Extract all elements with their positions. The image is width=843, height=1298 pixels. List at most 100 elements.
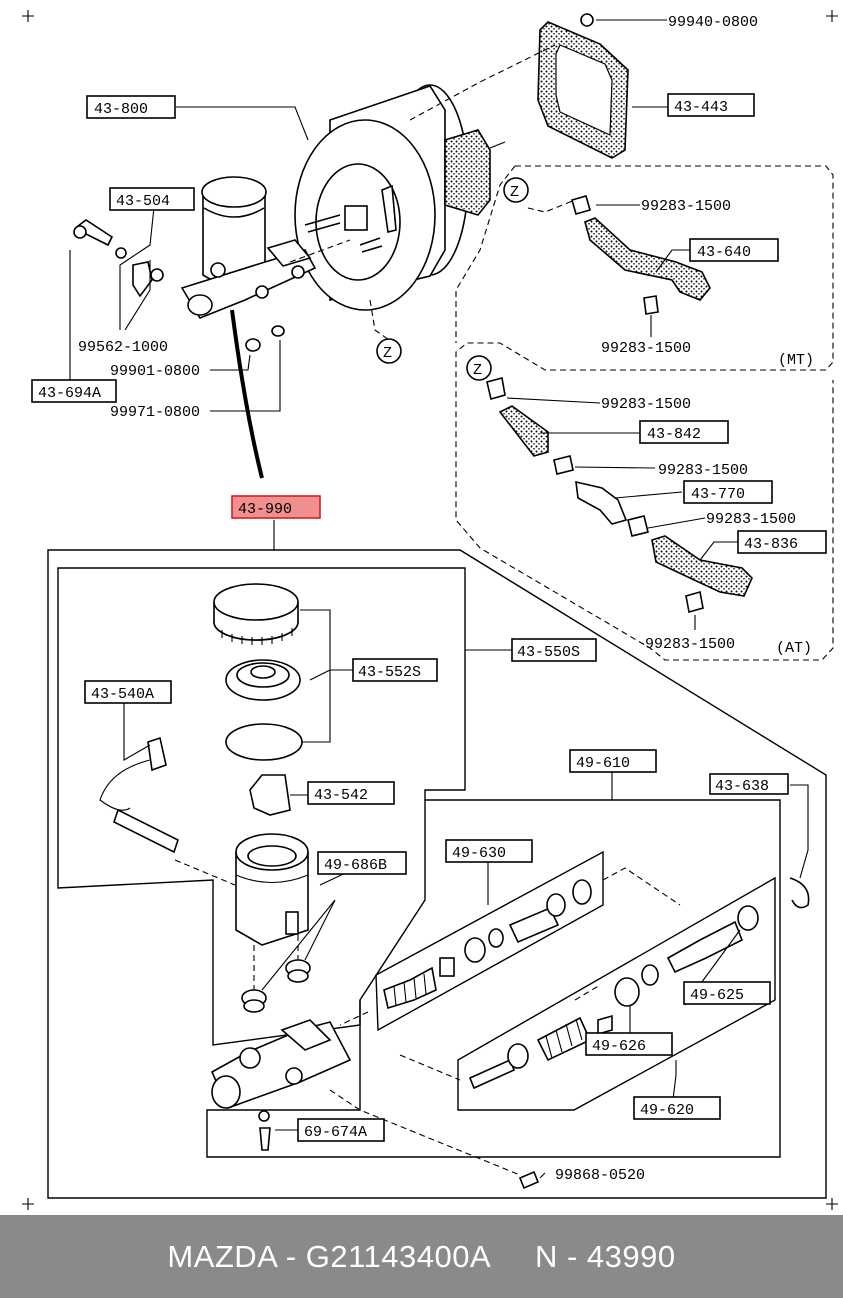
label-99283-1500-c: 99283-1500 — [601, 396, 691, 413]
nut-99940 — [580, 13, 594, 27]
label-text: 43-770 — [691, 486, 745, 503]
label-text: 43-504 — [116, 193, 170, 210]
z-label: Z — [383, 345, 392, 362]
label-99971-0800: 99971-0800 — [110, 404, 200, 421]
reservoir-body — [235, 833, 309, 946]
label-text: 49-610 — [576, 755, 630, 772]
label-text: 69-674A — [304, 1124, 367, 1141]
fitting-43-504 — [132, 261, 153, 298]
label-99562-1000: 99562-1000 — [78, 339, 168, 356]
clamp-at-4 — [685, 590, 704, 614]
label-43-540a: 43-540A — [84, 680, 172, 704]
z-label: Z — [473, 362, 482, 379]
label-43-638: 43-638 — [709, 773, 789, 795]
primary-piston-frame — [375, 850, 604, 1032]
label-49-620: 49-620 — [633, 1096, 721, 1120]
clamp-at-1 — [486, 377, 506, 400]
label-at: (AT) — [776, 640, 812, 657]
label-text: 43-542 — [314, 787, 368, 804]
hose-43-836 — [651, 535, 753, 597]
label-99283-1500-e: 99283-1500 — [706, 511, 796, 528]
reservoir-diaphragm — [225, 659, 301, 701]
label-text: 43-990 — [238, 501, 292, 518]
clip-43-542 — [249, 774, 291, 816]
clamp-at-2 — [553, 455, 574, 475]
footer-part-number: MAZDA - G21143400A N - 43990 — [167, 1238, 676, 1274]
parts-diagram: Z Z Z — [22, 10, 838, 1210]
z-label: Z — [510, 184, 519, 201]
label-99283-1500-b: 99283-1500 — [601, 340, 691, 357]
primary-piston — [383, 879, 592, 1010]
washer-99971 — [271, 325, 285, 337]
label-text: 43-800 — [94, 101, 148, 118]
piston-kit-frame — [206, 799, 781, 1158]
label-49-610: 49-610 — [569, 749, 657, 773]
reservoir-seal — [225, 723, 303, 761]
label-49-626: 49-626 — [585, 1032, 673, 1056]
screw-69-674a — [259, 1127, 271, 1151]
label-43-443: 43-443 — [667, 93, 755, 117]
master-cylinder-body — [210, 1019, 352, 1110]
label-text: 49-626 — [592, 1038, 646, 1055]
booster-gasket — [537, 21, 629, 159]
label-43-552s: 43-552S — [352, 658, 438, 682]
label-43-550s: 43-550S — [511, 638, 597, 662]
z-marker-3: Z — [466, 355, 492, 381]
label-99283-1500-a: 99283-1500 — [641, 198, 731, 215]
label-43-990-highlighted: 43-990 — [231, 495, 321, 519]
clamp-mt-lower — [643, 295, 659, 315]
label-49-686b: 49-686B — [317, 851, 407, 875]
label-text: 43-550S — [517, 644, 580, 661]
label-43-842: 43-842 — [639, 420, 729, 444]
hose-43-640 — [584, 217, 711, 301]
grommet-49-686b-a — [241, 989, 267, 1013]
kit-frame — [47, 549, 827, 1199]
label-mt: (MT) — [778, 352, 814, 369]
label-text: 43-443 — [674, 99, 728, 116]
label-99283-1500-d: 99283-1500 — [658, 462, 748, 479]
fitting-seal — [150, 268, 164, 282]
screw-99868 — [518, 1170, 540, 1190]
label-text: 43-552S — [358, 664, 421, 681]
corner-marks — [22, 10, 838, 1210]
secondary-piston-frame — [457, 876, 776, 1111]
label-text: 43-640 — [697, 244, 751, 261]
label-99283-1500-f: 99283-1500 — [645, 636, 735, 653]
reservoir-cap — [213, 583, 299, 645]
seal-69-674a — [258, 1110, 270, 1122]
label-43-542: 43-542 — [307, 781, 395, 805]
label-43-800: 43-800 — [86, 95, 176, 119]
master-cylinder-upper — [180, 176, 317, 319]
label-49-630: 49-630 — [445, 839, 533, 863]
label-99868-0520: 99868-0520 — [555, 1167, 645, 1184]
label-43-504: 43-504 — [109, 187, 195, 211]
snap-ring-43-638 — [789, 877, 810, 909]
grommet-49-686b-b — [285, 959, 311, 983]
clamp-at-3 — [627, 515, 649, 537]
valve-43-770 — [575, 480, 628, 525]
washer-99562 — [115, 247, 127, 259]
leader-lines — [69, 19, 809, 1179]
label-43-694a: 43-694A — [31, 379, 117, 403]
z-marker-1: Z — [503, 177, 529, 203]
label-text: 43-638 — [715, 778, 769, 795]
sensor-wire — [230, 309, 264, 479]
label-43-640: 43-640 — [689, 238, 779, 262]
level-sensor-43-540a — [99, 736, 179, 854]
label-99901-0800: 99901-0800 — [110, 363, 200, 380]
label-49-625: 49-625 — [683, 981, 771, 1005]
label-text: 43-694A — [38, 385, 101, 402]
secondary-piston — [468, 905, 759, 1090]
footer-bar: MAZDA - G21143400A N - 43990 — [0, 1215, 843, 1298]
label-43-836: 43-836 — [737, 530, 827, 554]
brake-booster — [294, 84, 506, 311]
label-text: 49-686B — [324, 857, 387, 874]
label-text: 49-630 — [452, 845, 506, 862]
bolt-43-694a — [73, 219, 114, 247]
label-text: 49-625 — [690, 987, 744, 1004]
label-text: 49-620 — [640, 1102, 694, 1119]
label-text: 43-836 — [744, 536, 798, 553]
label-text: 43-540A — [91, 686, 154, 703]
nut-99901 — [245, 338, 261, 352]
label-text: 43-842 — [647, 426, 701, 443]
